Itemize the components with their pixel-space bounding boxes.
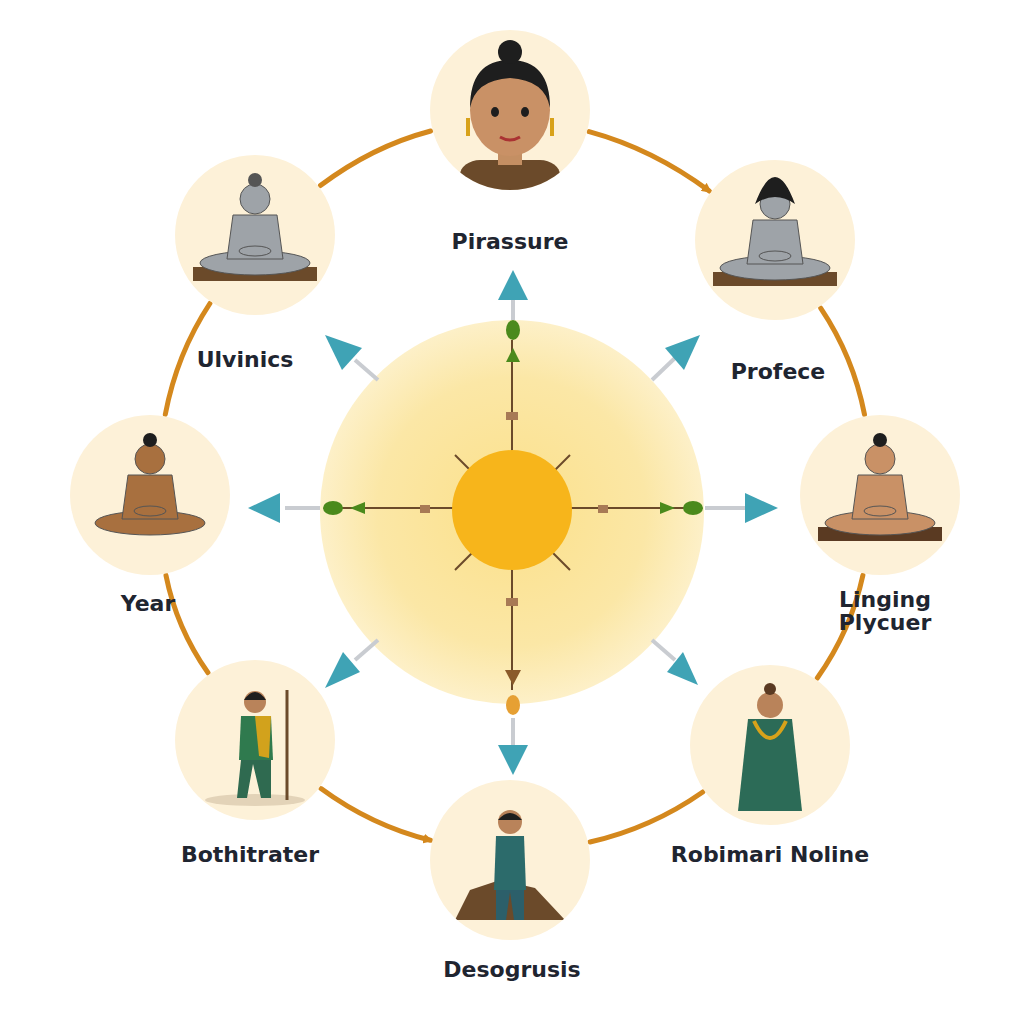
node-label: Pirassure [452,230,569,253]
figure-circle [430,30,590,190]
figure-node: Robimari Noline [680,665,860,825]
figure-circle [70,415,230,575]
figure-circle [175,660,335,820]
node-label: Year [121,592,176,615]
ring-connector [590,792,703,842]
figure-circle [695,160,855,320]
ring-connector [589,132,709,191]
figure-illustration [430,30,590,190]
ring-connector [166,575,208,672]
figure-node: Profece [685,160,865,320]
ring-connector [821,308,865,414]
figure-circle [430,780,590,940]
figure-circle [175,155,335,315]
ring-connector [320,131,430,186]
figure-illustration [175,660,335,820]
figure-illustration [430,780,590,940]
figure-node: Linging Plycuer [790,415,970,575]
figure-illustration [70,415,230,575]
node-label: Profece [731,360,826,383]
node-label: Desogrusis [443,958,580,981]
figure-illustration [800,415,960,575]
node-label: Bothitrater [181,843,319,866]
node-label: Ulvinics [197,348,294,371]
figure-illustration [690,665,850,825]
figure-circle [690,665,850,825]
figure-node: Pirassure [420,30,600,190]
figure-node: Ulvinics [165,155,345,315]
figure-illustration [175,155,335,315]
node-label: Linging Plycuer [810,588,960,634]
figure-node: Desogrusis [420,780,600,940]
figure-node: Year [60,415,240,575]
node-label: Robimari Noline [671,843,869,866]
figure-node: Bothitrater [165,660,345,820]
figure-illustration [695,160,855,320]
figure-circle [800,415,960,575]
ring-connector [321,789,430,841]
